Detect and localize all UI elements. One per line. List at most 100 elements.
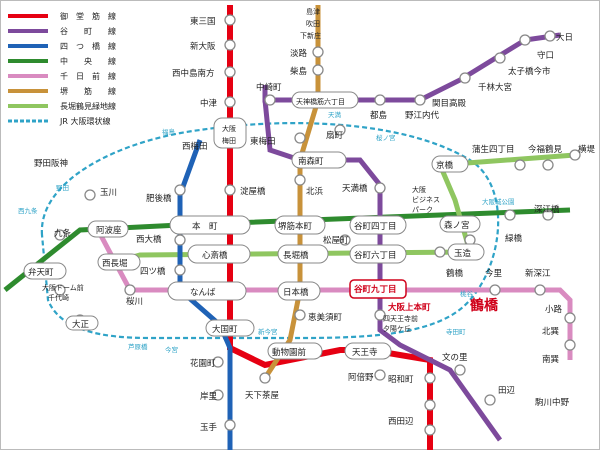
legend-label-yotsubashi: 四 つ 橋 線: [60, 41, 116, 51]
label-jr-ashiharabashi: 芦原橋: [128, 342, 148, 351]
station-marker[interactable]: [424, 424, 436, 436]
station-marker[interactable]: [264, 94, 276, 106]
station-marker[interactable]: [564, 339, 576, 351]
label-osakauehommachi: 大阪上本町: [388, 302, 431, 313]
tanimachi9-box[interactable]: [349, 279, 407, 299]
station-marker[interactable]: [124, 284, 136, 296]
tamatsukuri-box[interactable]: [447, 243, 485, 261]
label-gamo: 蒲生四丁目: [472, 144, 515, 155]
station-marker[interactable]: [374, 369, 386, 381]
station-marker[interactable]: [374, 94, 386, 106]
minamimorimachi-box[interactable]: [291, 151, 347, 169]
morinomiya-box[interactable]: [439, 215, 481, 233]
station-marker[interactable]: [459, 72, 471, 84]
station-marker[interactable]: [504, 209, 516, 221]
station-marker[interactable]: [414, 94, 426, 106]
station-marker[interactable]: [434, 246, 446, 258]
station-marker[interactable]: [212, 389, 224, 401]
awaza-box[interactable]: [87, 220, 129, 238]
kyobashi-box[interactable]: [431, 155, 469, 173]
station-marker[interactable]: [212, 356, 224, 368]
station-marker[interactable]: [174, 184, 186, 196]
namba-box[interactable]: [167, 281, 247, 301]
station-marker[interactable]: [424, 372, 436, 384]
station-marker[interactable]: [259, 372, 271, 384]
umeda-box[interactable]: [213, 117, 247, 149]
label-obp-1: 大阪: [412, 185, 426, 194]
station-marker[interactable]: [374, 182, 386, 194]
station-marker[interactable]: [224, 66, 236, 78]
station-marker[interactable]: [54, 284, 66, 296]
label-tanimachi6: 谷町六丁目: [354, 250, 397, 261]
station-marker[interactable]: [334, 124, 346, 136]
station-marker[interactable]: [484, 394, 496, 406]
label-awaza: 阿波座: [96, 225, 122, 236]
label-tenmabashi: 天満橋: [342, 183, 368, 194]
label-jr-osakajokoen: 大阪城公園: [482, 197, 515, 206]
tennoji-box[interactable]: [344, 342, 392, 360]
station-marker[interactable]: [224, 419, 236, 431]
station-marker[interactable]: [294, 132, 306, 144]
legend-label-tanimachi: 谷 町 線: [60, 26, 116, 36]
nishinagahori-box[interactable]: [97, 253, 141, 271]
label-kyobashi: 京橋: [436, 160, 454, 171]
tanimachi4-box[interactable]: [349, 215, 407, 235]
label-tsuruhashi: 鶴橋: [446, 268, 464, 279]
station-marker[interactable]: [374, 309, 386, 321]
station-marker[interactable]: [564, 312, 576, 324]
label-honmachi: 本 町: [192, 221, 218, 232]
station-labels: 東三国 新大阪 西中島南方 中津 大阪 梅田 淀屋橋 本 町 心斎橋 なんば 大…: [18, 7, 596, 433]
legend-label-jr: JR 大阪環状線: [59, 116, 110, 126]
station-marker[interactable]: [312, 46, 324, 58]
label-nishinakajima: 西中島南方: [172, 68, 215, 79]
label-yodoyabashi: 淀屋橋: [240, 186, 266, 197]
tanimachi6-box[interactable]: [349, 244, 407, 264]
station-marker[interactable]: [224, 184, 236, 196]
nagahoribashi-box[interactable]: [277, 244, 329, 264]
label-bentencho: 弁天町: [28, 267, 54, 278]
station-marker[interactable]: [489, 284, 501, 296]
station-marker[interactable]: [534, 284, 546, 296]
label-nishiohashi: 西大橋: [136, 234, 162, 245]
station-marker[interactable]: [224, 14, 236, 26]
label-senbayashi: 千林大宮: [478, 82, 512, 93]
station-marker[interactable]: [224, 39, 236, 51]
sakaisujihonmachi-box[interactable]: [274, 215, 326, 235]
station-marker[interactable]: [312, 64, 324, 76]
legend: 御 堂 筋 線 谷 町 線 四 つ 橋 線 中 央 線 千 日 前 線 堺 筋 …: [8, 11, 116, 126]
bentencho-box[interactable]: [23, 262, 67, 280]
label-jr-tenma: 天満: [328, 111, 342, 119]
station-marker[interactable]: [224, 96, 236, 108]
taisho-box[interactable]: [65, 315, 99, 331]
station-marker[interactable]: [174, 234, 186, 246]
station-marker[interactable]: [514, 159, 526, 171]
station-marker[interactable]: [454, 364, 466, 376]
station-marker[interactable]: [519, 34, 531, 46]
station-marker[interactable]: [294, 174, 306, 186]
label-shitennoji-2: 夕陽ケ丘: [383, 324, 411, 333]
label-kitatatsumi: 北巽: [542, 327, 560, 337]
station-marker[interactable]: [544, 30, 556, 42]
station-marker[interactable]: [542, 159, 554, 171]
station-marker[interactable]: [339, 234, 351, 246]
label-tanimachi9: 谷町九丁目: [353, 284, 397, 295]
jr-loop-line: [40, 121, 500, 340]
label-matsuyamachi: 松屋町: [323, 235, 349, 246]
label-noda: 野田阪神: [34, 158, 68, 169]
honmachi-box[interactable]: [169, 215, 251, 235]
tenjinbashi-box[interactable]: [291, 91, 359, 109]
station-marker[interactable]: [54, 229, 66, 241]
label-nishinagahori: 西長堀: [102, 259, 128, 269]
station-marker[interactable]: [174, 264, 186, 276]
dobutsuenmae-box[interactable]: [267, 342, 323, 360]
station-marker[interactable]: [294, 309, 306, 321]
station-marker[interactable]: [84, 189, 96, 201]
label-jr-fukushima: 福島: [162, 127, 176, 136]
station-marker[interactable]: [542, 209, 554, 221]
station-marker[interactable]: [494, 52, 506, 64]
daikokucho-box[interactable]: [205, 319, 255, 337]
shinsaibashi-box[interactable]: [187, 244, 251, 264]
nipponbashi-box[interactable]: [277, 281, 321, 301]
station-marker[interactable]: [569, 149, 581, 161]
station-marker[interactable]: [424, 399, 436, 411]
